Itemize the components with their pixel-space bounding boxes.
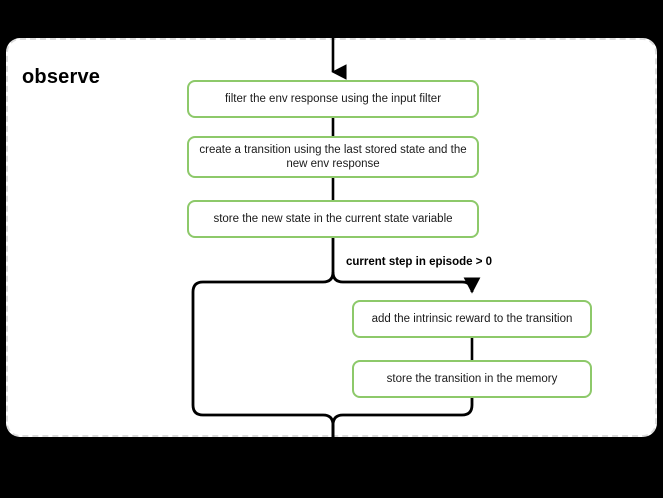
branch-condition-label: current step in episode > 0 <box>346 256 493 268</box>
node-store-new-state[interactable]: store the new state in the current state… <box>187 200 479 238</box>
node-label: add the intrinsic reward to the transiti… <box>371 313 573 325</box>
page-title: observe <box>22 66 101 88</box>
node-add-intrinsic-reward[interactable]: add the intrinsic reward to the transiti… <box>352 300 592 338</box>
node-label: create a transition using the last store… <box>199 144 467 170</box>
node-filter-env-response[interactable]: filter the env response using the input … <box>187 80 479 118</box>
node-label: store the transition in the memory <box>386 373 558 385</box>
node-create-transition[interactable]: create a transition using the last store… <box>187 136 479 178</box>
node-label: store the new state in the current state… <box>213 213 453 225</box>
node-label: filter the env response using the input … <box>224 93 442 105</box>
node-store-transition-memory[interactable]: store the transition in the memory <box>352 360 592 398</box>
